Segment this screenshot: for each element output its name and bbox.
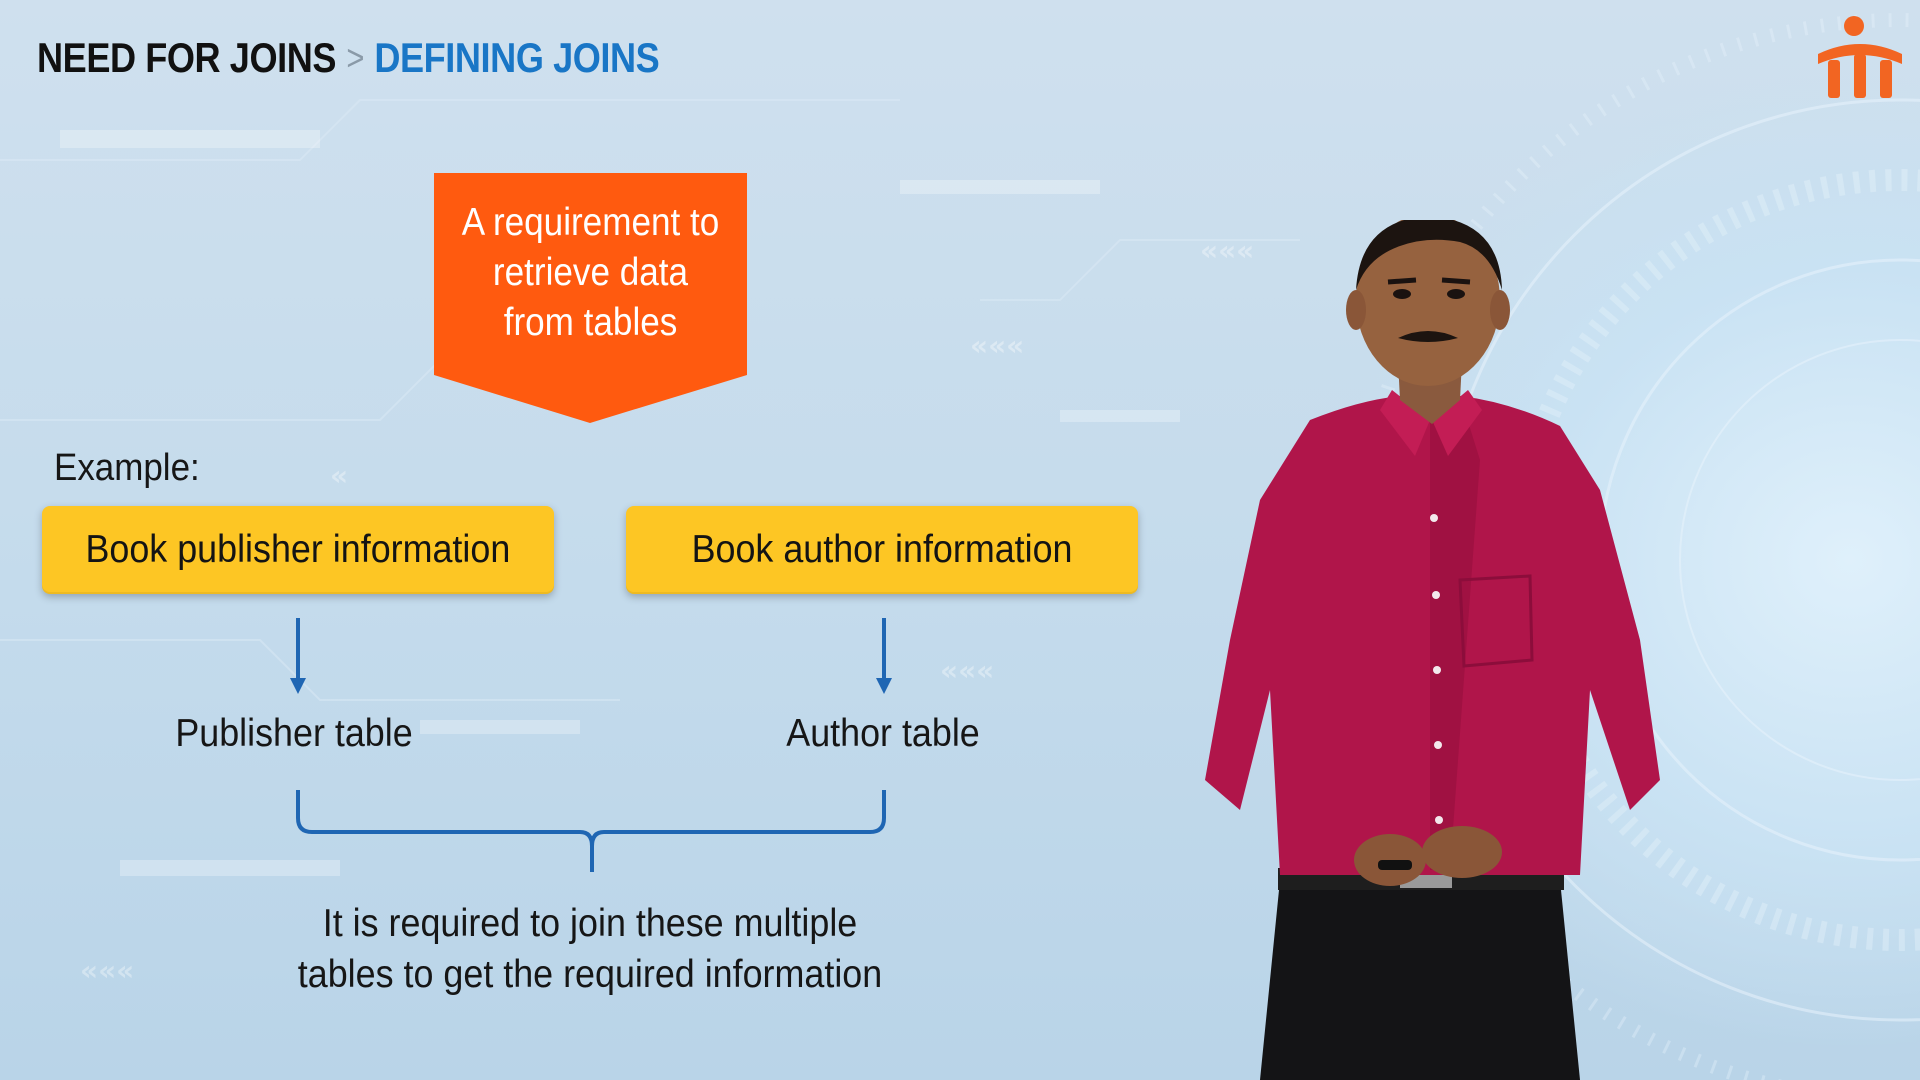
requirement-callout-text: A requirement to retrieve data from tabl… <box>450 198 732 348</box>
join-bracket <box>296 790 886 872</box>
publisher-table-label: Publisher table <box>175 712 413 755</box>
author-arrow <box>876 618 892 694</box>
conclusion-line-1: It is required to join these multiple <box>322 902 858 945</box>
publisher-info-label: Book publisher information <box>85 528 511 571</box>
conclusion-line-2: tables to get the required information <box>297 953 883 996</box>
breadcrumb-current: DEFINING JOINS <box>374 34 660 81</box>
breadcrumb-separator: > <box>346 37 365 78</box>
conclusion-text: It is required to join these multiple ta… <box>231 898 949 1000</box>
author-info-box: Book author information <box>626 506 1138 594</box>
author-info-label: Book author information <box>691 528 1073 571</box>
example-label: Example: <box>54 447 200 489</box>
svg-text:«««: ««« <box>1200 234 1254 267</box>
svg-text:«««: ««« <box>80 954 134 987</box>
callout-line-1: A requirement to <box>461 201 720 244</box>
publisher-arrow <box>290 618 306 694</box>
breadcrumb-parent: NEED FOR JOINS <box>37 34 337 81</box>
requirement-callout-shape <box>434 173 747 423</box>
brand-logo-icon <box>1818 16 1902 98</box>
svg-text:«««: ««« <box>940 654 994 687</box>
callout-line-2: retrieve data <box>492 251 689 294</box>
breadcrumb: NEED FOR JOINS > DEFINING JOINS <box>37 30 660 86</box>
svg-text:«: « <box>330 459 348 492</box>
author-table-label: Author table <box>786 712 980 755</box>
callout-line-3: from tables <box>503 301 678 344</box>
svg-text:«««: ««« <box>970 329 1024 362</box>
presenter-image <box>1205 220 1660 1080</box>
publisher-info-box: Book publisher information <box>42 506 554 594</box>
